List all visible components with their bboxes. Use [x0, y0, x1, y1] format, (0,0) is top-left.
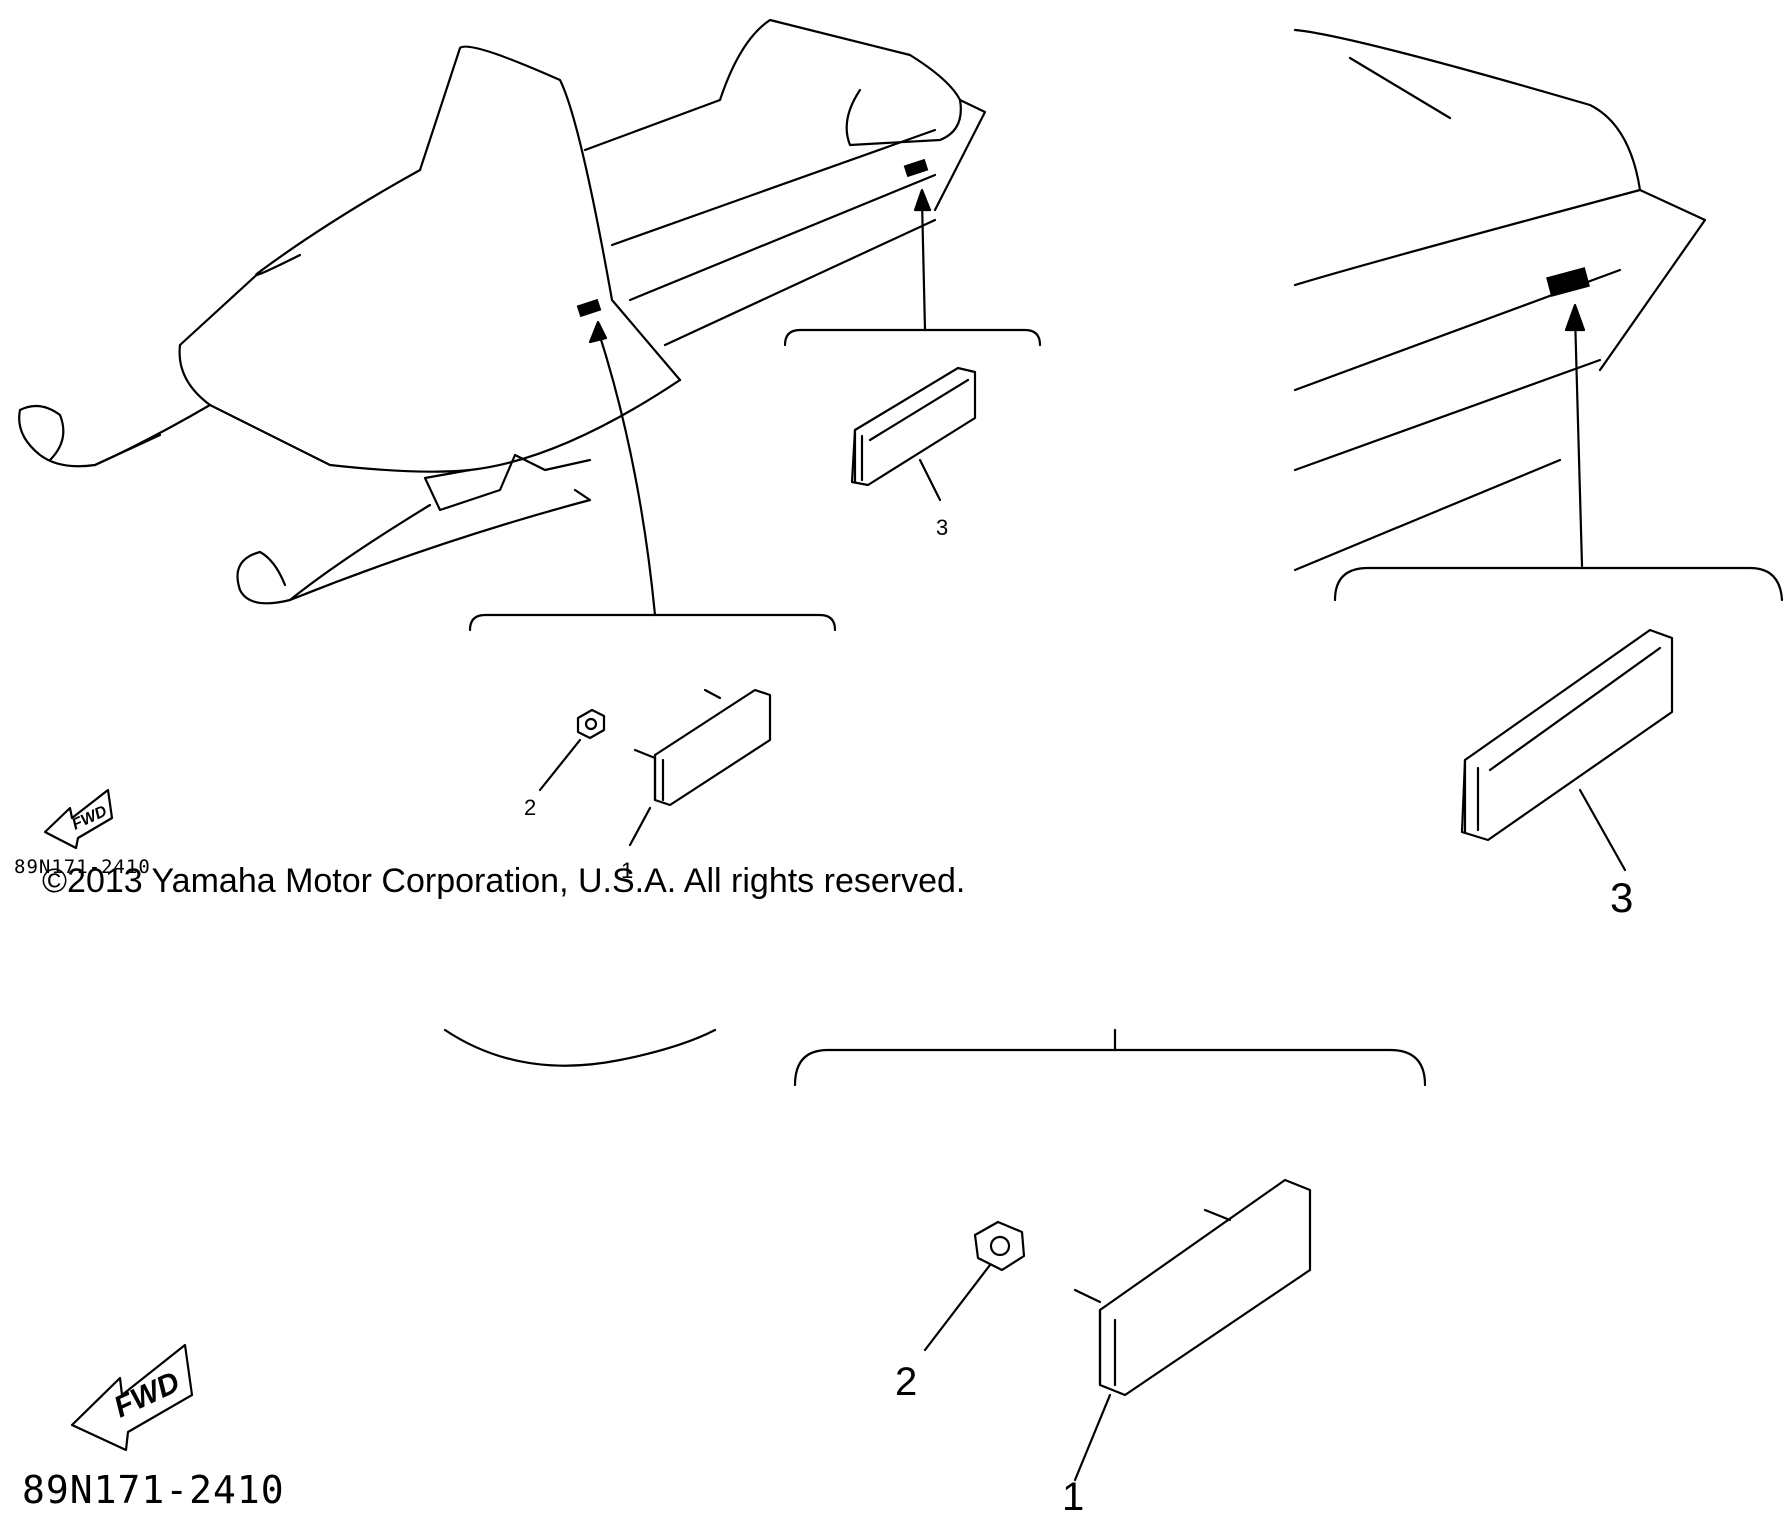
reflector-rear-large [1460, 628, 1674, 872]
overview-leader-arrows [468, 188, 1042, 632]
callout-2-overview: 2 [524, 795, 536, 820]
fwd-arrow-small: FWD [43, 788, 114, 850]
callout-1-overview: 1 [621, 858, 633, 883]
callout-3-overview: 3 [936, 515, 948, 540]
snowmobile-illustration [18, 18, 987, 605]
copyright-notice: ©2013 Yamaha Motor Corporation, U.S.A. A… [42, 862, 966, 900]
diagram-code-large: 89N171-2410 [22, 1468, 285, 1512]
callout-2-front-detail: 2 [895, 1360, 917, 1404]
reflector-front-large [1073, 1178, 1312, 1482]
reflector-rear-small [850, 366, 977, 502]
fwd-label-small: FWD [70, 803, 111, 834]
nut-small [538, 708, 606, 792]
rear-detail-illustration [1293, 28, 1784, 602]
front-detail-illustration [443, 1028, 1427, 1087]
reflector-front-small [628, 688, 772, 847]
callout-1-front-detail: 1 [1062, 1475, 1084, 1519]
fwd-arrow-large: FWD [70, 1343, 194, 1452]
diagram-code-small: 89N171-2410 [14, 856, 151, 878]
nut-large [923, 1220, 1026, 1352]
callout-3-rear-detail: 3 [1610, 874, 1633, 921]
